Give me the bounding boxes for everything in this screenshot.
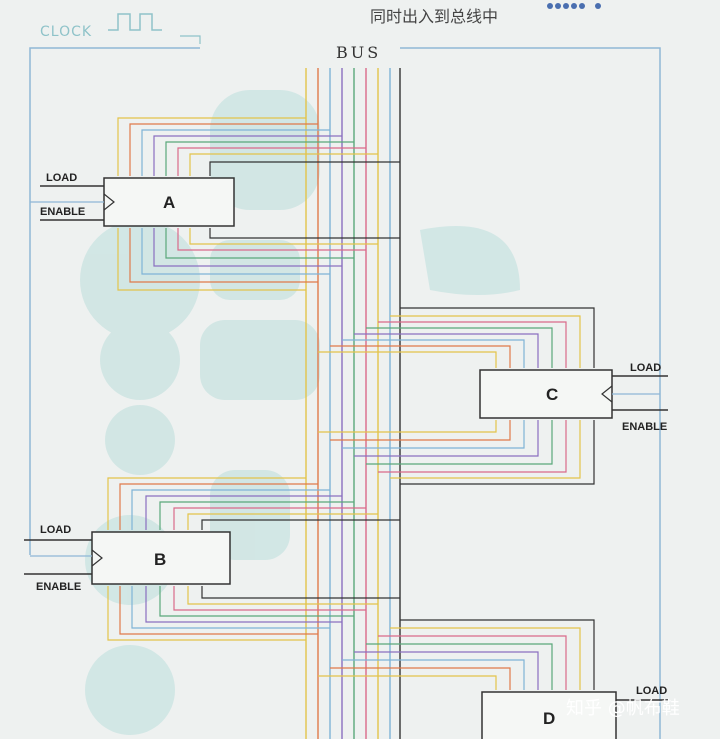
clock-arrow (180, 35, 201, 44)
register-d-input-wires (318, 619, 595, 690)
register-a-output-wires (117, 228, 400, 291)
register-c-name: C (546, 385, 558, 404)
register-c-input-wires (318, 307, 595, 368)
clock-frame (29, 47, 661, 739)
register-d-box (481, 691, 617, 739)
register-c-enable-label: ENABLE (622, 421, 667, 433)
register-b-output-wires (107, 586, 400, 641)
handwritten-note: 同时出入到总线中 (370, 7, 498, 26)
register-c-clock-triangle (601, 385, 613, 403)
register-b-clock-triangle (91, 549, 103, 567)
register-b-box (91, 531, 231, 585)
register-a-enable-label: ENABLE (40, 206, 85, 218)
register-c-output-wires (318, 420, 595, 485)
register-c-load-label: LOAD (630, 362, 661, 374)
register-d-load-label: LOAD (636, 685, 667, 697)
register-a-clock-triangle (103, 193, 115, 211)
register-c-box (479, 369, 613, 419)
register-d-name: D (543, 709, 555, 728)
register-b-input-wires (107, 477, 400, 530)
clock-label: CLOCK (40, 24, 92, 40)
register-a-load-label: LOAD (46, 172, 77, 184)
clock-waveform (108, 13, 162, 31)
register-b-name: B (154, 550, 166, 569)
register-a-name: A (163, 193, 175, 212)
note-dots (547, 3, 601, 9)
bus-lines (305, 68, 401, 739)
watermark-text: 知乎 @帆布鞋 (566, 698, 680, 719)
bus-label: BUS (336, 43, 381, 62)
register-b-enable-label: ENABLE (36, 581, 81, 593)
register-a-input-wires (117, 117, 400, 176)
register-b-load-label: LOAD (40, 524, 71, 536)
